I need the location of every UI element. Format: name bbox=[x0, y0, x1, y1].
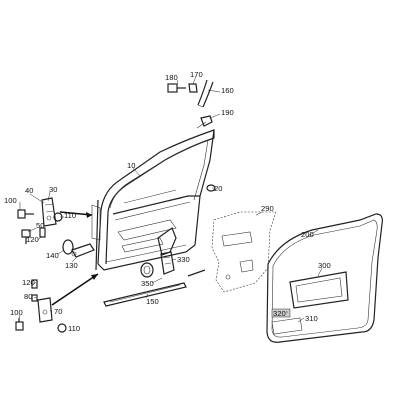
callout-320: 320 bbox=[273, 309, 286, 318]
check-link-130 bbox=[71, 243, 95, 258]
callout-110-lower: 110 bbox=[68, 324, 80, 333]
belt-molding-150 bbox=[103, 282, 187, 307]
screw-180 bbox=[167, 83, 186, 93]
callout-200: 200 bbox=[301, 230, 314, 239]
bracket-330 bbox=[160, 251, 175, 275]
callout-350: 350 bbox=[141, 279, 154, 288]
door-shell-10 bbox=[91, 129, 215, 271]
clip-170 bbox=[188, 83, 198, 93]
window-channel bbox=[157, 227, 177, 256]
arrow-upper bbox=[59, 211, 93, 218]
nut-110-lower bbox=[57, 323, 67, 333]
callout-50: 50 bbox=[36, 221, 44, 230]
grommet-round bbox=[140, 262, 154, 278]
callout-180: 180 bbox=[165, 73, 178, 82]
screw-100-lower bbox=[15, 318, 24, 331]
callout-300: 300 bbox=[318, 261, 331, 270]
plug-20 bbox=[206, 184, 216, 192]
callout-310: 310 bbox=[305, 314, 318, 323]
leader-lines bbox=[18, 75, 323, 323]
callout-40: 40 bbox=[25, 186, 33, 195]
callout-140: 140 bbox=[46, 251, 59, 260]
callout-100-lower: 100 bbox=[10, 308, 23, 317]
door-trim-panel-200 bbox=[266, 213, 383, 343]
callout-130: 130 bbox=[65, 261, 78, 270]
grommet-120-lower bbox=[31, 279, 38, 289]
callout-120-upper: 120 bbox=[26, 235, 39, 244]
callout-20: 20 bbox=[214, 184, 222, 193]
callout-100-upper: 100 bbox=[4, 196, 17, 205]
armrest-300 bbox=[289, 271, 349, 309]
clip-190 bbox=[196, 115, 213, 129]
seal-strip-350 bbox=[187, 269, 206, 277]
callout-160: 160 bbox=[221, 86, 234, 95]
callout-190: 190 bbox=[221, 108, 234, 117]
callout-110-upper: 110 bbox=[64, 211, 76, 220]
callout-120-lower: 120 bbox=[22, 278, 35, 287]
hinge-lower bbox=[37, 297, 53, 323]
arrow-lower bbox=[51, 273, 99, 306]
callout-170: 170 bbox=[190, 70, 203, 79]
trim-strip-160 bbox=[197, 79, 214, 108]
callout-290: 290 bbox=[261, 204, 274, 213]
switch-panel-320 bbox=[271, 308, 291, 318]
screw-100-upper bbox=[17, 209, 34, 219]
bolt-80 bbox=[31, 294, 38, 302]
vapor-barrier-290 bbox=[211, 211, 277, 293]
callout-labels: 170 180 160 190 10 20 40 30 100 50 110 1… bbox=[4, 70, 331, 333]
callout-150: 150 bbox=[146, 297, 159, 306]
pocket-310 bbox=[271, 317, 303, 335]
callout-330: 330 bbox=[177, 255, 190, 264]
bushing-140 bbox=[62, 239, 74, 255]
grommet-120-upper bbox=[39, 227, 46, 238]
callout-30: 30 bbox=[49, 185, 57, 194]
callout-10: 10 bbox=[127, 161, 135, 170]
bolt-50 bbox=[21, 229, 31, 244]
callout-70: 70 bbox=[54, 307, 62, 316]
callout-80: 80 bbox=[24, 292, 32, 301]
